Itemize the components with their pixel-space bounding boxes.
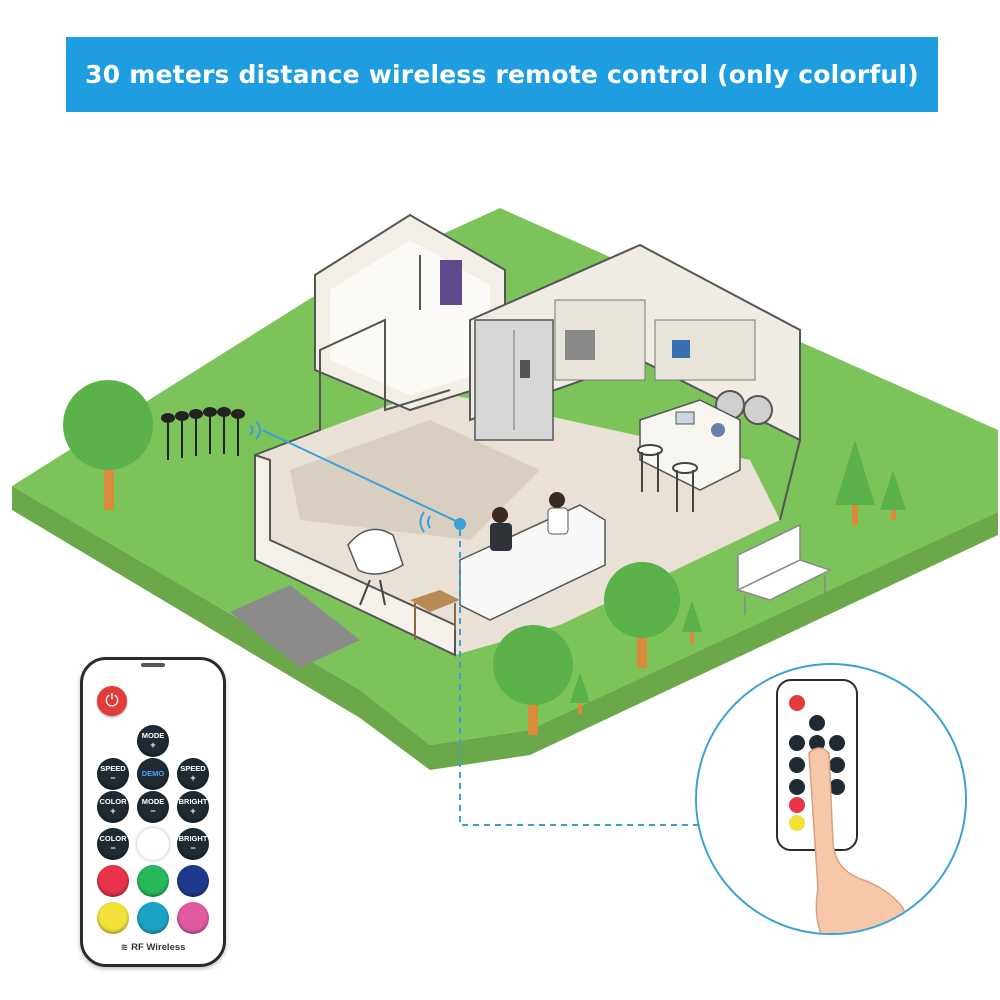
sofa — [459, 504, 606, 621]
people — [490, 492, 569, 551]
bar-stools — [637, 444, 698, 512]
spot-lights — [161, 407, 245, 460]
color-plus-button[interactable]: COLOR+ — [97, 791, 129, 823]
mode-minus-button[interactable]: MODE− — [137, 791, 169, 823]
finger-pressing-remote-icon — [776, 679, 913, 933]
speed-minus-button[interactable]: SPEED− — [97, 758, 129, 790]
bench — [735, 523, 832, 615]
power-icon: ⏻ — [105, 691, 119, 711]
cyan-button[interactable] — [137, 902, 169, 934]
garden-path — [230, 585, 360, 668]
white-button[interactable] — [137, 828, 169, 860]
red-button[interactable] — [97, 865, 129, 897]
remote-control: ⏻ MODE+ SPEED− DEMO SPEED+ COLOR+ MODE− … — [80, 657, 226, 967]
bright-minus-button[interactable]: BRIGHT− — [177, 828, 209, 860]
mode-plus-button[interactable]: MODE+ — [137, 725, 169, 757]
tree-left — [63, 380, 153, 510]
demo-button[interactable]: DEMO — [137, 758, 169, 790]
wifi-icon: ≋ — [120, 943, 129, 953]
ir-slot — [141, 663, 165, 667]
green-button[interactable] — [137, 865, 169, 897]
signal-line — [261, 429, 459, 523]
pink-button[interactable] — [177, 902, 209, 934]
armchair — [347, 528, 404, 575]
power-button[interactable]: ⏻ — [97, 686, 127, 716]
dashed-connector — [459, 530, 700, 826]
tree-front-center — [493, 625, 573, 735]
speed-plus-button[interactable]: SPEED+ — [177, 758, 209, 790]
title-banner: 30 meters distance wireless remote contr… — [66, 37, 938, 112]
side-table — [410, 590, 460, 612]
rf-wireless-label: ≋RF Wireless — [120, 942, 186, 953]
blue-button[interactable] — [177, 865, 209, 897]
yellow-button[interactable] — [97, 902, 129, 934]
pine-trees — [570, 440, 906, 714]
finger-press-inset — [695, 663, 967, 935]
bar-counter — [639, 399, 741, 491]
color-minus-button[interactable]: COLOR− — [97, 828, 129, 860]
bright-plus-button[interactable]: BRIGHT+ — [177, 791, 209, 823]
page-title: 30 meters distance wireless remote contr… — [85, 60, 919, 89]
tree-front-right — [604, 562, 680, 668]
